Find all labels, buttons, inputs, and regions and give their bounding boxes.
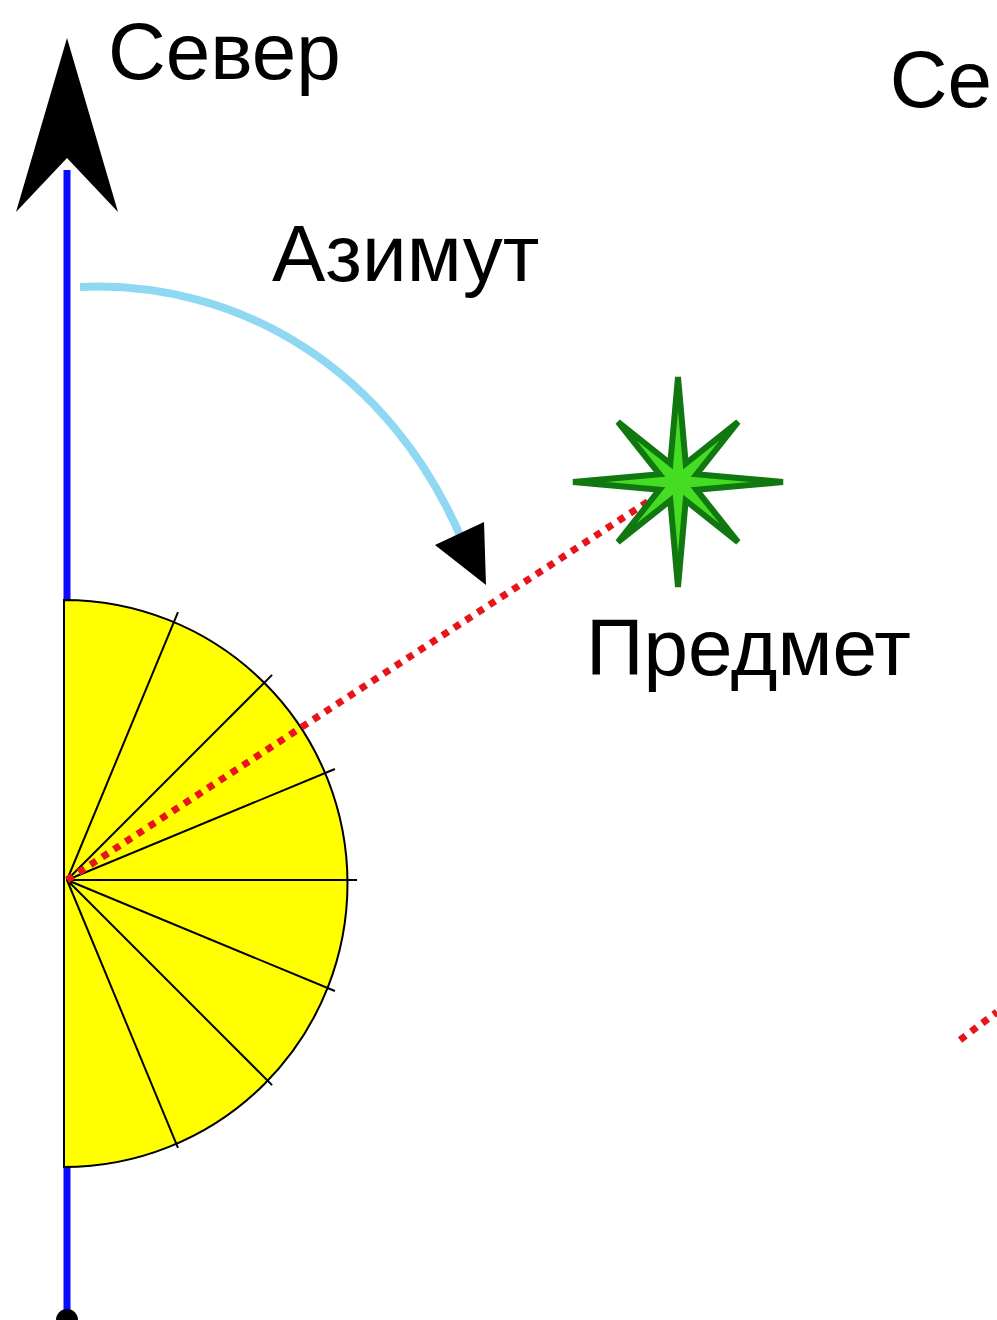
azimuth-label: Азимут: [272, 214, 539, 294]
north-label: Се: [890, 40, 992, 120]
tick-line: [67, 880, 178, 1148]
tick-line: [67, 675, 272, 880]
object-label: Предмет: [586, 608, 911, 688]
end-dot: [56, 1309, 78, 1320]
bearing-line: [960, 1012, 997, 1040]
protractor-ticks: [67, 612, 357, 1148]
north-arrowhead: [16, 38, 118, 212]
tick-line: [67, 769, 335, 880]
tick-line: [67, 612, 178, 880]
tick-line: [67, 880, 335, 991]
tick-line: [67, 879, 357, 881]
azimuth-arc: [80, 287, 462, 540]
north-label: Север: [108, 12, 341, 92]
tick-line: [67, 880, 272, 1085]
protractor: [64, 600, 347, 1167]
object-star: [573, 377, 783, 587]
azimuth-arrowhead: [435, 522, 486, 585]
